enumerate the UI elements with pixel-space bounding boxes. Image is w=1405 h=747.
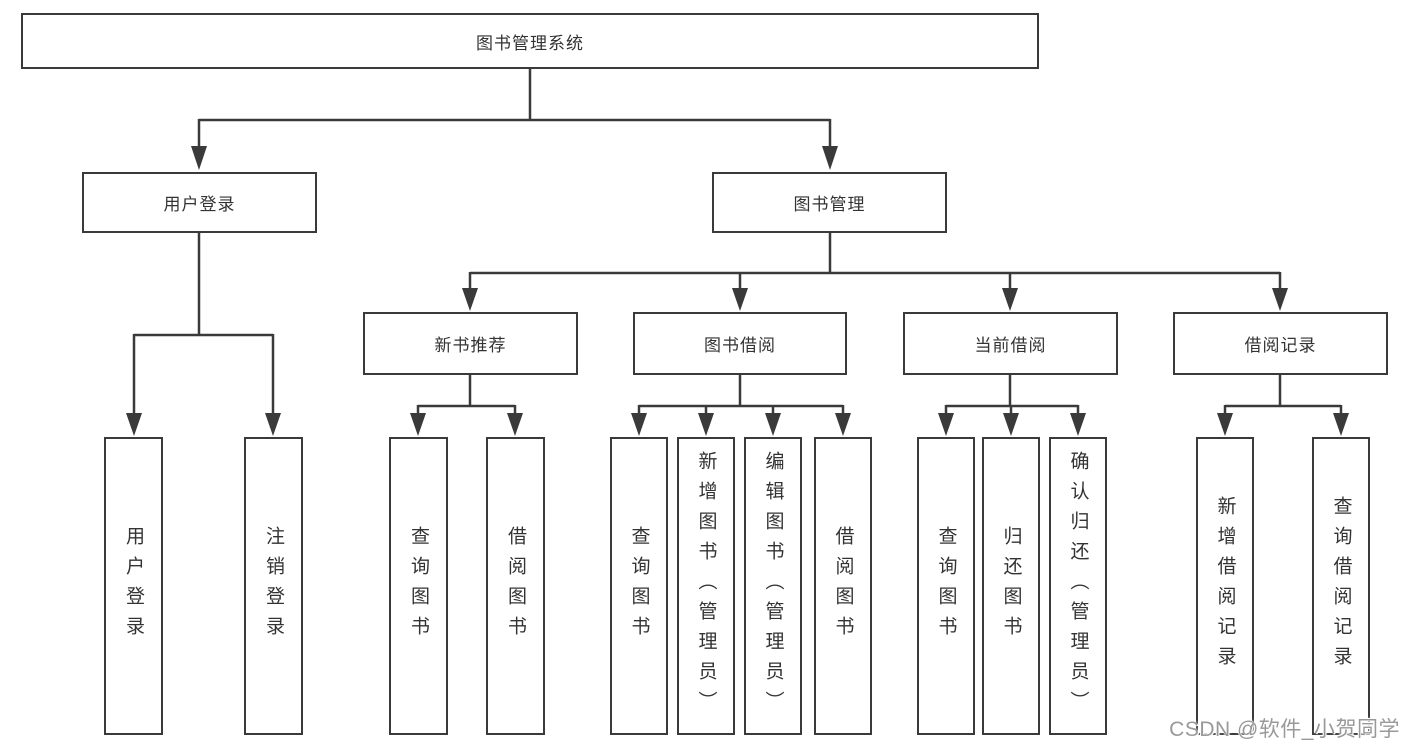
node-book-management: 图书管理 bbox=[712, 172, 947, 233]
leaf-return-books-label: 归还图书 bbox=[1000, 526, 1022, 646]
connector-root-to-level2 bbox=[191, 68, 838, 170]
connector-current-borrowing-to-leaves bbox=[938, 375, 1086, 436]
leaf-query-books-borrowing: 查询图书 bbox=[610, 437, 668, 735]
leaf-user-login-label: 用户登录 bbox=[123, 526, 144, 646]
leaf-add-borrow-record-label: 新增借阅记录 bbox=[1214, 496, 1236, 676]
connector-borrowing-records-to-leaves bbox=[1217, 375, 1349, 436]
leaf-confirm-return-admin: 确认归还（管理员） bbox=[1049, 437, 1107, 735]
leaf-borrow-books-borrowing-label: 借阅图书 bbox=[832, 526, 854, 646]
leaf-confirm-return-admin-label: 确认归还（管理员） bbox=[1067, 451, 1089, 721]
node-borrowing-records-label: 借阅记录 bbox=[1244, 336, 1317, 355]
node-current-borrowing: 当前借阅 bbox=[903, 312, 1118, 375]
node-borrowing-records: 借阅记录 bbox=[1173, 312, 1388, 375]
connector-book-management-to-level3 bbox=[462, 233, 1288, 311]
leaf-query-books-current: 查询图书 bbox=[917, 437, 975, 735]
leaf-borrow-books-borrowing: 借阅图书 bbox=[814, 437, 872, 735]
node-book-borrowing-label: 图书借阅 bbox=[704, 336, 776, 355]
node-book-borrowing: 图书借阅 bbox=[633, 312, 847, 375]
leaf-edit-book-admin-label: 编辑图书（管理员） bbox=[762, 451, 784, 721]
leaf-query-books-recommend: 查询图书 bbox=[389, 437, 448, 735]
leaf-borrow-books-recommend: 借阅图书 bbox=[486, 437, 545, 735]
leaf-logout: 注销登录 bbox=[244, 437, 303, 735]
leaf-borrow-books-recommend-label: 借阅图书 bbox=[505, 526, 526, 646]
leaf-query-borrow-record: 查询借阅记录 bbox=[1312, 437, 1370, 735]
csdn-watermark: CSDN @软件_小贺同学 bbox=[1169, 718, 1400, 741]
node-new-book-recommend-label: 新书推荐 bbox=[434, 336, 507, 355]
node-new-book-recommend: 新书推荐 bbox=[363, 312, 578, 375]
node-user-login: 用户登录 bbox=[82, 172, 317, 233]
leaf-add-book-admin: 新增图书（管理员） bbox=[677, 437, 735, 735]
connector-user-login-to-leaves bbox=[126, 233, 281, 436]
connector-new-book-recommend-to-leaves bbox=[410, 375, 523, 436]
leaf-return-books: 归还图书 bbox=[982, 437, 1040, 735]
leaf-logout-label: 注销登录 bbox=[263, 526, 284, 646]
leaf-query-borrow-record-label: 查询借阅记录 bbox=[1330, 496, 1352, 676]
leaf-user-login: 用户登录 bbox=[104, 437, 163, 735]
leaf-edit-book-admin: 编辑图书（管理员） bbox=[744, 437, 802, 735]
node-library-system: 图书管理系统 bbox=[21, 13, 1039, 69]
leaf-add-borrow-record: 新增借阅记录 bbox=[1196, 437, 1254, 735]
leaf-query-books-borrowing-label: 查询图书 bbox=[628, 526, 650, 646]
node-user-login-label: 用户登录 bbox=[163, 195, 236, 214]
connector-book-borrowing-to-leaves bbox=[631, 375, 851, 436]
node-current-borrowing-label: 当前借阅 bbox=[974, 336, 1047, 355]
node-book-management-label: 图书管理 bbox=[793, 195, 866, 214]
leaf-query-books-recommend-label: 查询图书 bbox=[408, 526, 429, 646]
leaf-add-book-admin-label: 新增图书（管理员） bbox=[695, 451, 717, 721]
node-library-system-label: 图书管理系统 bbox=[476, 33, 584, 53]
leaf-query-books-current-label: 查询图书 bbox=[935, 526, 957, 646]
